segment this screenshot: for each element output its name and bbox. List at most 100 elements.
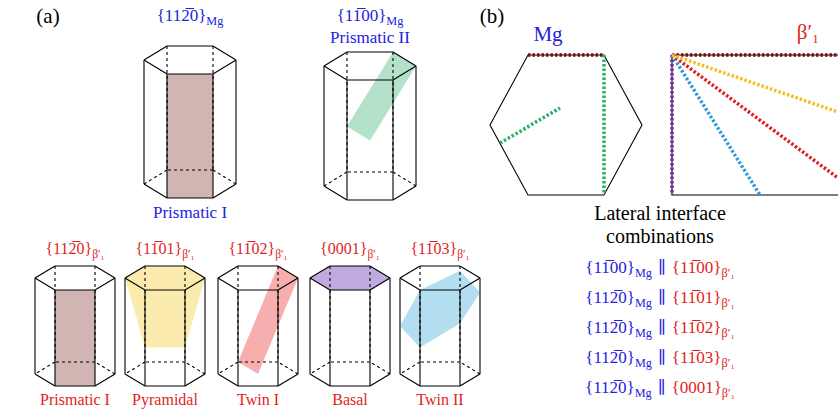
hidden-edge <box>184 266 185 362</box>
prism-edge <box>479 278 480 374</box>
prism-edge <box>124 278 125 374</box>
hidden-edge <box>392 52 393 172</box>
label-group: Prismatic I <box>153 203 227 223</box>
prism-edge <box>114 278 115 374</box>
hidden-edge <box>95 362 115 374</box>
label-group: {11̅02}β′₁ <box>228 240 287 261</box>
label-group: Basal <box>332 391 368 409</box>
hcp-prism <box>144 46 236 198</box>
hidden-edge <box>330 361 370 362</box>
prism-edge <box>310 266 330 278</box>
prism-edge <box>167 197 213 198</box>
prism-edge <box>185 266 205 278</box>
prism-edge <box>278 374 298 386</box>
mg-hexagon <box>490 55 642 195</box>
plane-label: {11̅00} <box>585 258 635 277</box>
prism-edge <box>347 51 393 52</box>
prism-edge <box>370 266 390 278</box>
label-group: {112̅0}Mg∥{11̅03}β′₁ <box>585 348 734 370</box>
prism-edge <box>310 278 330 290</box>
prism-edge <box>389 278 390 374</box>
crystal-plane <box>238 266 298 374</box>
prism-edge <box>370 278 390 290</box>
prism-edge <box>143 60 144 184</box>
label-group: Twin I <box>237 391 279 409</box>
prism-edge <box>238 289 278 290</box>
prism-edge <box>218 278 238 290</box>
hidden-edge <box>346 52 347 172</box>
label-group: Lateral interface combinations <box>540 202 780 248</box>
prism-edge <box>297 278 298 374</box>
hidden-edge <box>35 362 55 374</box>
subscript-label: β′₁ <box>722 296 735 310</box>
plane-label: Basal <box>332 391 368 408</box>
plane-label: (a) <box>36 4 59 28</box>
crystal-plane <box>347 52 416 140</box>
prism-edge <box>145 289 185 290</box>
label-group: {112̅0}Mg∥{11̅02}β′₁ <box>585 318 734 340</box>
prism-edge <box>218 374 238 386</box>
prism-edge <box>35 266 55 278</box>
crystal-plane <box>310 266 390 290</box>
plane-trace <box>500 108 560 143</box>
prism-edge <box>125 374 145 386</box>
hidden-edge <box>144 266 145 362</box>
label-group: {11̅00}Mg∥{11̅00}β′₁ <box>585 258 734 280</box>
hidden-edge <box>459 266 460 362</box>
subscript-label: Mg <box>635 296 652 310</box>
subscript-label: Mg <box>635 266 652 280</box>
plane-label: ∥ <box>652 288 672 307</box>
hidden-edge <box>277 266 278 362</box>
plane-label: {112̅0} <box>585 288 635 307</box>
prism-edge <box>278 278 298 290</box>
plane-label: {11̅03} <box>672 348 722 367</box>
hidden-edge <box>347 171 393 172</box>
prism-edge <box>347 79 393 80</box>
prism-edge <box>235 60 236 184</box>
plane-label: Twin I <box>237 391 279 408</box>
hidden-edge <box>145 361 185 362</box>
label-group: {11̅01}β′₁ <box>135 240 194 261</box>
plane-label: {112̅0} <box>45 240 92 257</box>
prism-edge <box>145 385 185 386</box>
prism-edge <box>238 385 278 386</box>
prism-edge <box>400 278 420 290</box>
subscript-label: Mg <box>386 14 403 28</box>
plane-label: {11̅02} <box>672 318 722 337</box>
prism-edge <box>393 52 416 66</box>
prism-edge <box>213 46 236 60</box>
subscript-label: β′₁ <box>722 386 735 400</box>
interface-traces <box>490 55 838 195</box>
plane-label: {112̅0} <box>157 6 207 25</box>
prism-edge <box>324 52 347 66</box>
crystal-plane <box>55 290 95 386</box>
label-group: Twin II <box>416 391 463 409</box>
subscript-label: Mg <box>635 356 652 370</box>
label-group: {0001}β′₁ <box>320 240 380 261</box>
prism-edge <box>420 265 460 266</box>
prism-edge <box>324 186 347 200</box>
hcp-prism <box>35 266 115 386</box>
prism-edge <box>144 46 167 60</box>
prism-edge <box>204 278 205 374</box>
crystal-plane <box>125 266 205 348</box>
subscript-label: Mg <box>206 14 223 28</box>
crystal-plane <box>400 271 480 348</box>
prism-edge <box>167 73 213 74</box>
label-group: Prismatic I <box>40 391 110 409</box>
label-group: {112̅0}Mg∥{0001}β′₁ <box>585 378 735 400</box>
label-group: {112̅0}Mg <box>157 6 224 28</box>
hidden-edge <box>393 172 416 186</box>
label-group: Pyramidal <box>132 391 198 409</box>
prism-edge <box>310 374 330 386</box>
prism-edge <box>218 266 238 278</box>
plane-label: Pyramidal <box>132 391 198 408</box>
hidden-edge <box>460 362 480 374</box>
label-group: Mg <box>533 22 562 46</box>
prism-edge <box>213 60 236 74</box>
prism-edge <box>393 66 416 80</box>
hidden-edge <box>238 361 278 362</box>
prism-edge <box>415 66 416 186</box>
prism-edge <box>347 199 393 200</box>
prism-edge <box>145 265 185 266</box>
